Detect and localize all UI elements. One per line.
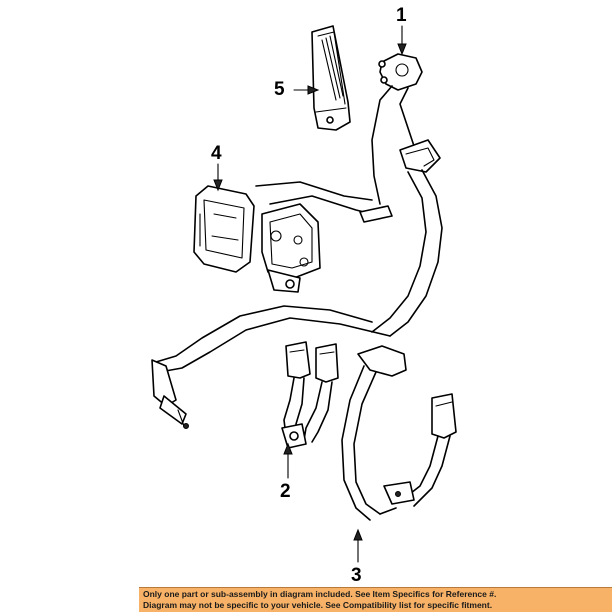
disclaimer-line-2: Diagram may not be specific to your vehi… [143,600,493,610]
shoulder-belt-webbing [255,85,443,337]
callout-3: 3 [351,565,362,586]
callout-1: 1 [396,5,407,26]
callout-5: 5 [274,79,285,100]
center-buckles-part-2 [281,341,339,449]
disclaimer-banner: Only one part or sub-assembly in diagram… [139,587,612,612]
retractor-assembly [261,203,321,293]
lower-buckle-part-3 [341,345,457,521]
callout-leaders [213,25,407,563]
lap-belt-webbing [151,305,391,429]
callout-2: 2 [280,481,291,502]
control-module-part-4 [193,185,255,273]
upper-anchor-part-1 [378,53,423,91]
height-adjuster-part-5 [311,25,351,131]
callout-4: 4 [211,143,222,164]
disclaimer-line-1: Only one part or sub-assembly in diagram… [143,589,497,599]
